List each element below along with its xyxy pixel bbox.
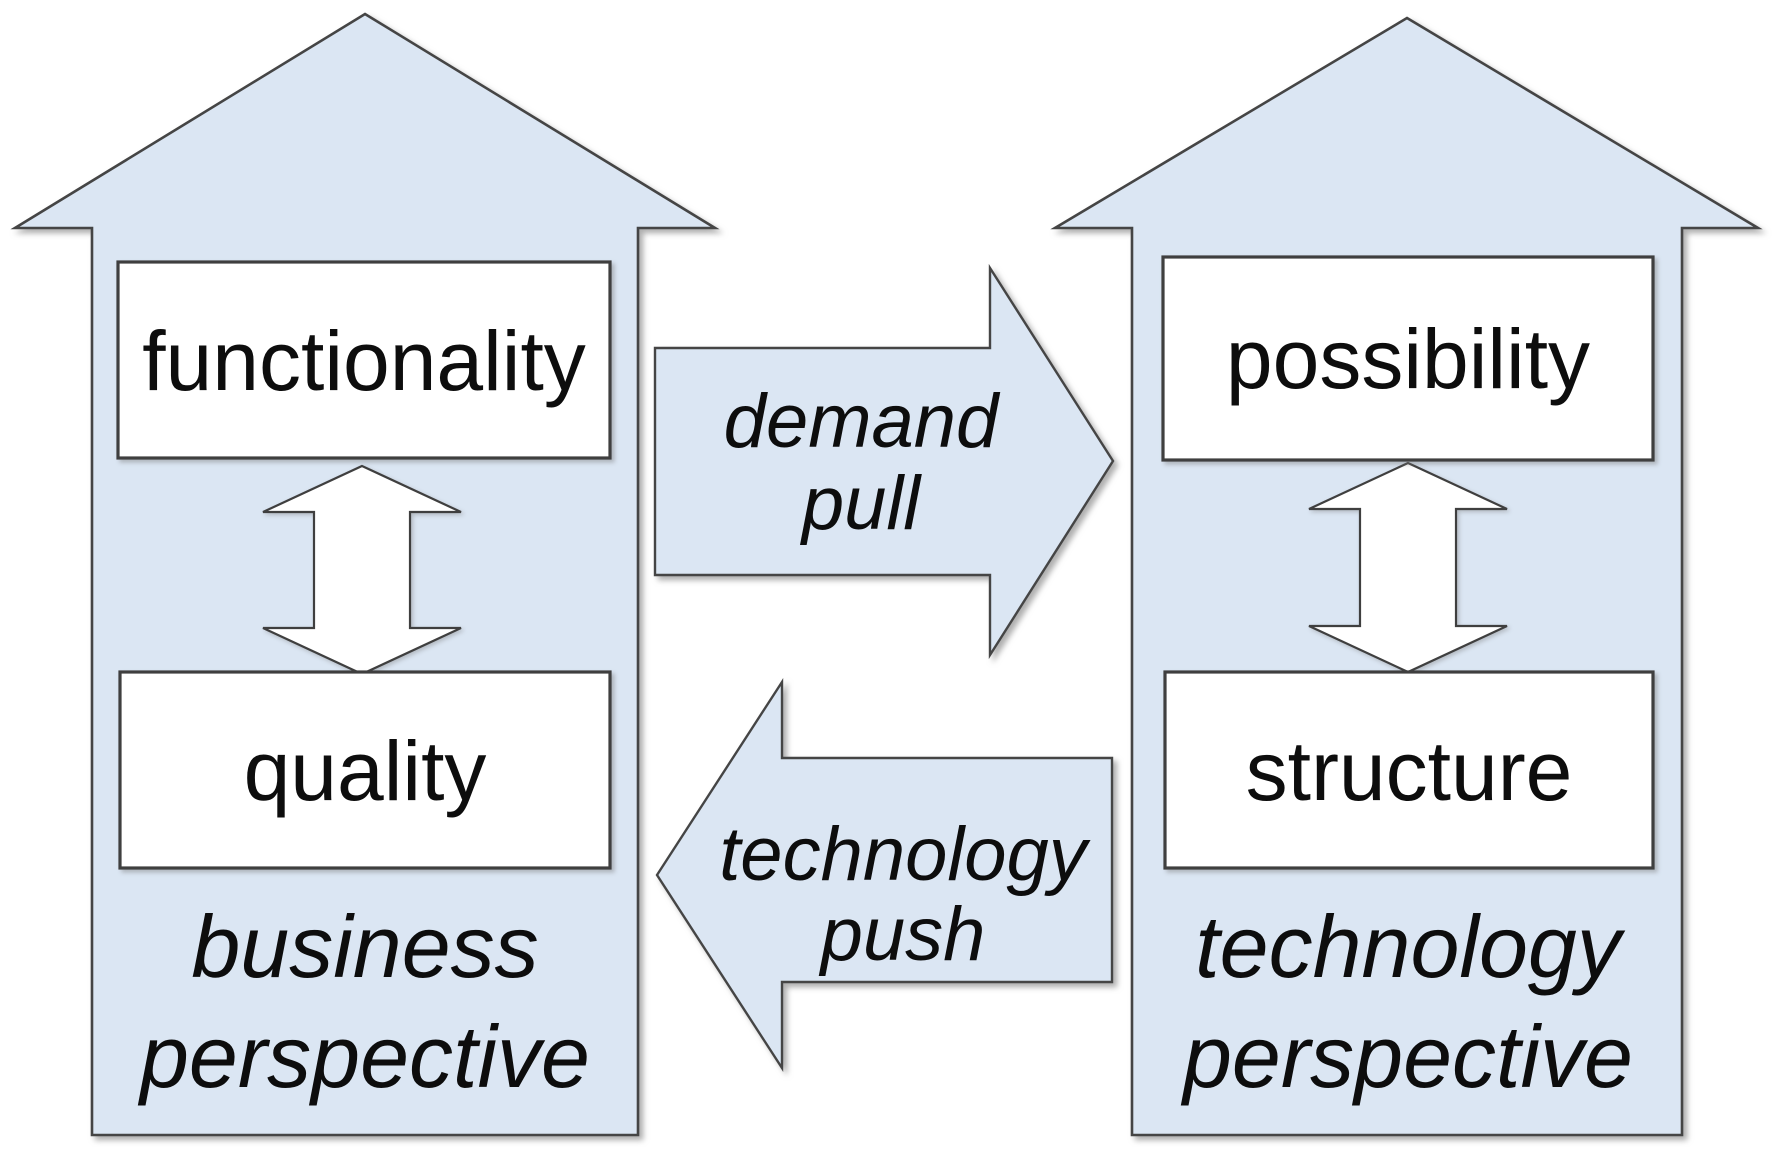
technology-push-arrow: [655, 677, 1114, 1073]
technology-push-label-line1: technology: [719, 812, 1091, 897]
functionality-box: [116, 260, 612, 460]
demand-pull-arrow: [653, 263, 1115, 660]
demand-pull-label-line2: pull: [800, 461, 922, 546]
quality-label: quality: [244, 724, 487, 818]
possibility-label: possibility: [1226, 312, 1590, 406]
possibility-box: [1161, 255, 1655, 462]
functionality-label: functionality: [142, 314, 586, 408]
technology-perspective-caption-line1: technology: [1195, 897, 1626, 996]
structure-box: [1163, 670, 1655, 870]
business-perspective-caption-line1: business: [191, 897, 538, 996]
demand-pull-label-line1: demand: [724, 379, 1001, 464]
technology-push-label-line2: push: [819, 892, 986, 977]
structure-label: structure: [1246, 724, 1573, 818]
business-perspective-caption-line2: perspective: [137, 1007, 590, 1106]
technology-perspective-caption-line2: perspective: [1180, 1007, 1633, 1106]
quality-box: [118, 670, 612, 870]
